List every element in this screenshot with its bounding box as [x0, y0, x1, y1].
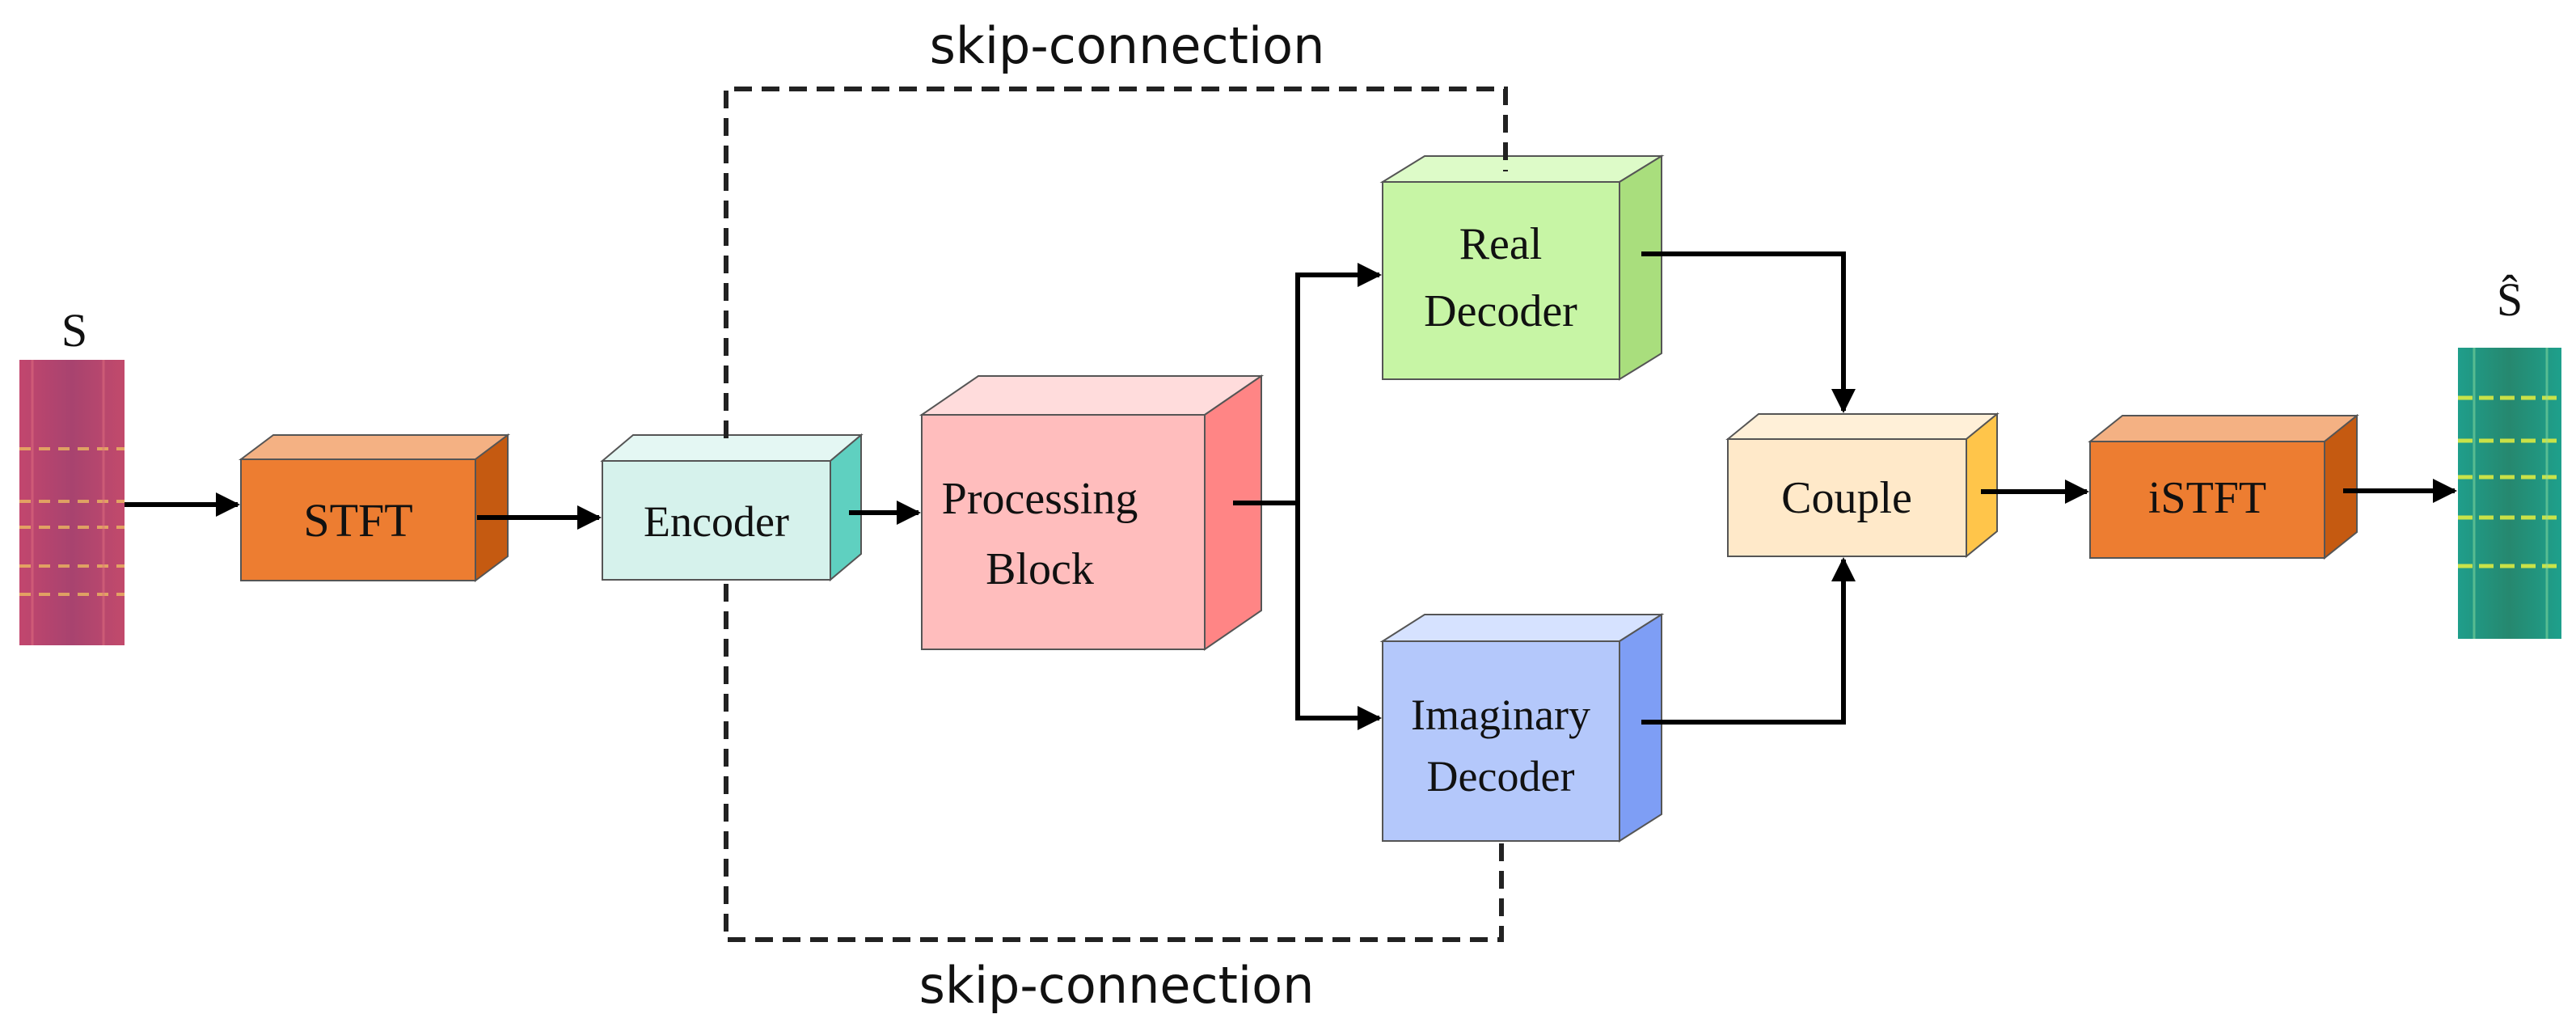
real-decoder-label-line1: Real: [1459, 219, 1543, 269]
arrow-real-decoder-to-couple: [1641, 251, 1856, 413]
imaginary-decoder-label-line1: Imaginary: [1411, 691, 1590, 739]
skip-connection-bottom-line: [724, 584, 1504, 942]
istft-label: iSTFT: [2148, 473, 2266, 523]
output-label: Ŝ: [2497, 273, 2523, 326]
couple-block: Couple: [1725, 412, 2000, 559]
encoder-label: Encoder: [644, 497, 789, 546]
imaginary-decoder-label-line2: Decoder: [1427, 752, 1575, 801]
arrow-imaginary-decoder-to-couple: [1641, 557, 1856, 725]
processing-label-line2: Block: [986, 544, 1094, 594]
output-spectrogram: [2458, 348, 2561, 639]
arrow-branch-to-imaginary-decoder: [1295, 503, 1382, 730]
stft-label: STFT: [303, 494, 412, 547]
encoder-block: Encoder: [600, 433, 864, 582]
processing-block: Processing Block: [918, 374, 1265, 651]
real-decoder-label-line2: Decoder: [1424, 286, 1577, 336]
stft-block: STFT: [239, 433, 510, 582]
couple-label: Couple: [1781, 473, 1912, 523]
processing-label-line1: Processing: [942, 474, 1138, 524]
input-label: S: [61, 304, 87, 357]
arrow-branch-to-real-decoder: [1295, 263, 1382, 503]
skip-connection-top-line: [724, 87, 1508, 438]
input-spectrogram: [19, 360, 125, 645]
skip-connection-bottom-label: skip-connection: [919, 956, 1315, 1015]
real-decoder-block: Real Decoder: [1379, 154, 1665, 381]
imaginary-decoder-block: Imaginary Decoder: [1379, 613, 1665, 843]
istft-block: iSTFT: [2088, 413, 2359, 560]
skip-connection-top-label: skip-connection: [930, 16, 1325, 75]
